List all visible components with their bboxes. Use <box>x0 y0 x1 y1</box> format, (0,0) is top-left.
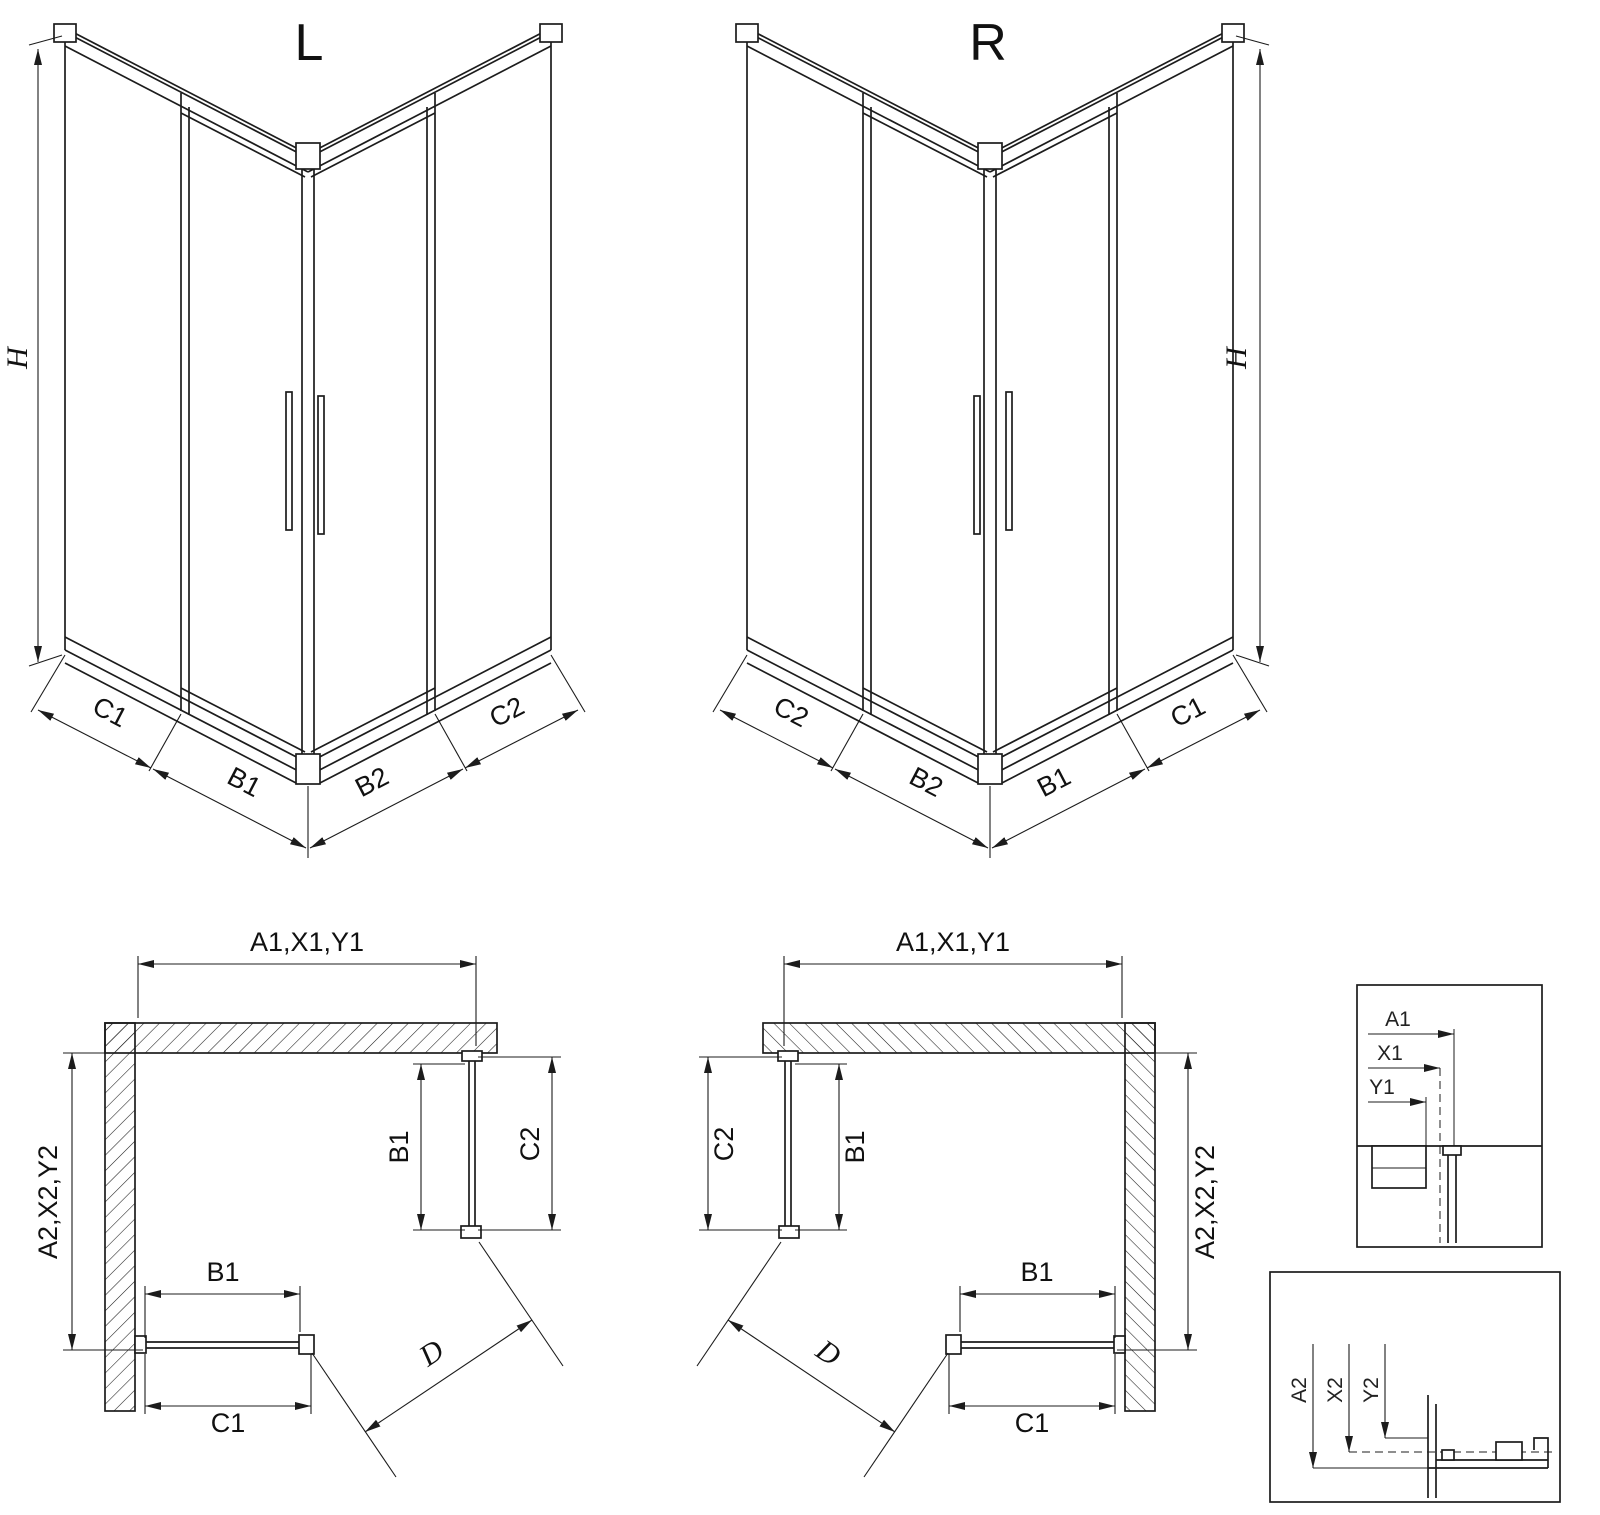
plan-left-labels: A1,X1,Y1 A2,X2,Y2 B1 C2 B1 C1 D <box>33 927 545 1438</box>
corner-cap-top <box>295 142 321 170</box>
iso-left-dim-c2: C2 <box>485 691 529 734</box>
plan-right-dim-door-b1: B1 <box>840 1130 870 1163</box>
detail-inset-bottom: A2 X2 Y2 <box>1269 1271 1561 1503</box>
iso-right-dim-h: H <box>1220 345 1253 370</box>
iso-right-dim-c2: C2 <box>769 691 813 734</box>
plan-left-dim-door-b1: B1 <box>384 1130 414 1163</box>
plan-right-dim-width: A1,X1,Y1 <box>896 927 1010 957</box>
plan-left-dim-panel-c2: C2 <box>515 1127 545 1162</box>
roller-block <box>1495 1441 1523 1461</box>
plan-right-dim-panel-c2: C2 <box>709 1127 739 1162</box>
iso-right-dim-b2: B2 <box>905 761 948 803</box>
iso-right-dim-b1: B1 <box>1032 761 1075 803</box>
profile-bracket <box>1442 1145 1462 1156</box>
iso-right-dim-c1: C1 <box>1166 691 1210 734</box>
iso-left-dim-b1: B1 <box>223 761 266 803</box>
plan-left-dim-bottom-c1: C1 <box>211 1408 246 1438</box>
panel-fitting <box>461 1050 483 1062</box>
panel-fitting <box>298 1334 315 1355</box>
door-handle <box>285 391 293 531</box>
iso-right-view-label: R <box>969 14 1007 72</box>
detail-top-dim-x1: X1 <box>1377 1042 1403 1065</box>
wall-bracket <box>539 23 563 43</box>
plan-right-dim-bottom-c1: C1 <box>1015 1408 1050 1438</box>
iso-left-view-label: L <box>295 14 324 72</box>
door-handle <box>317 395 325 535</box>
plan-right-dim-depth: A2,X2,Y2 <box>1190 1145 1220 1259</box>
wall-profile-section <box>1371 1145 1427 1189</box>
plan-left-dim-width: A1,X1,Y1 <box>250 927 364 957</box>
detail-inset-top: A1 X1 Y1 <box>1356 984 1543 1248</box>
iso-left-dim-c1: C1 <box>88 691 132 734</box>
wall-top <box>104 1022 498 1054</box>
plan-left-dim-depth: A2,X2,Y2 <box>33 1145 63 1259</box>
plan-left-dim-bottom-b1: B1 <box>206 1257 239 1287</box>
detail-bottom-dim-x2: X2 <box>1324 1377 1347 1403</box>
iso-view-right <box>713 24 1269 858</box>
plan-right-dim-diagonal-d: D <box>809 1333 847 1373</box>
iso-left-dim-b2: B2 <box>350 761 393 803</box>
plan-left-dim-diagonal-d: D <box>413 1333 451 1373</box>
detail-bottom-dim-a2: A2 <box>1288 1377 1311 1403</box>
detail-top-dim-y1: Y1 <box>1369 1076 1395 1099</box>
wall-side <box>104 1022 136 1412</box>
roller-block <box>1441 1449 1455 1461</box>
wall-bracket <box>53 23 77 43</box>
corner-cap-bottom <box>295 753 321 785</box>
iso-view-left <box>28 23 586 858</box>
panel-fitting <box>460 1225 482 1239</box>
detail-top-dim-a1: A1 <box>1385 1008 1411 1031</box>
detail-bottom-dim-y2: Y2 <box>1360 1377 1383 1403</box>
iso-left-dim-h: H <box>1 345 34 370</box>
panel-fitting <box>134 1335 147 1354</box>
plan-view-left <box>63 956 564 1478</box>
plan-view-right <box>697 956 1197 1477</box>
plan-right-dim-bottom-b1: B1 <box>1020 1257 1053 1287</box>
